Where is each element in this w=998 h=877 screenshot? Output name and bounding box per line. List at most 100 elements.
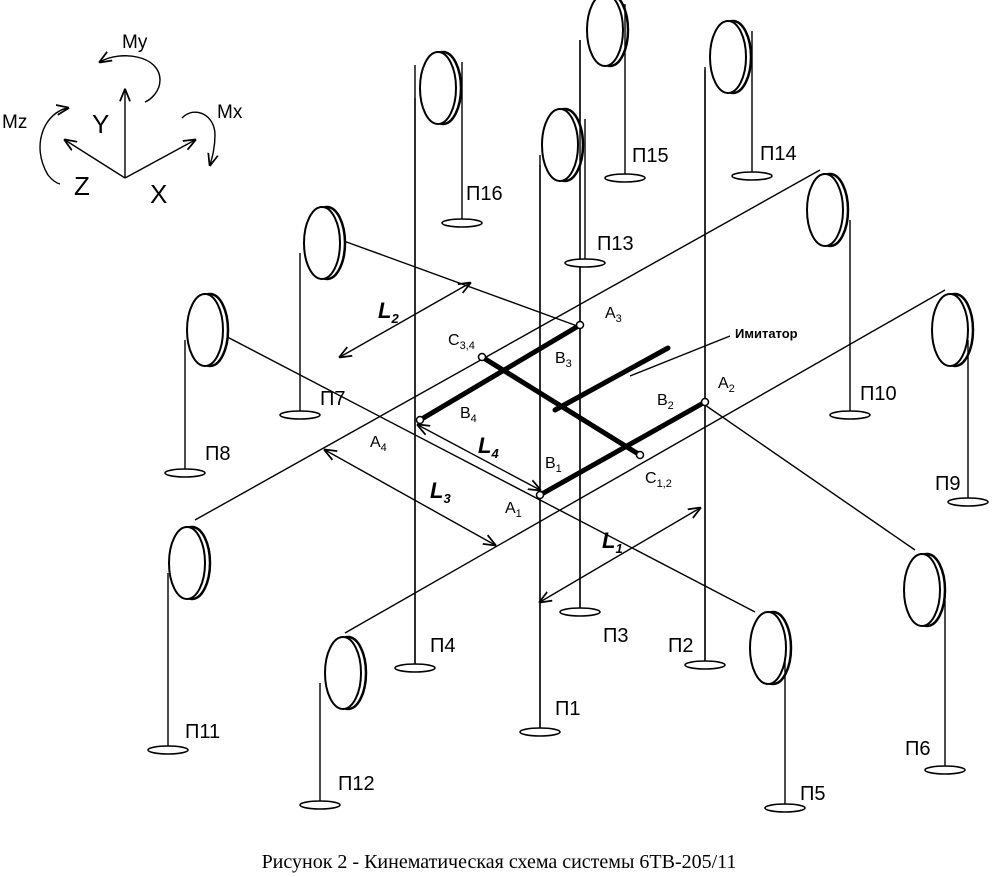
point-a4	[415, 415, 425, 425]
label-b1: B1	[545, 455, 562, 475]
point-c34	[477, 352, 487, 362]
l1-arrow	[540, 508, 700, 602]
bar-simulator	[552, 345, 671, 413]
pulley-disc	[806, 173, 844, 247]
weight-label-p13: П13	[597, 233, 634, 255]
pulley-p1	[541, 107, 585, 183]
weight-p15	[604, 173, 646, 183]
cable-p11-p10	[194, 169, 821, 521]
label-a2: A2	[718, 375, 735, 395]
pulley-p3	[586, 0, 630, 68]
simulator-leader	[629, 335, 731, 377]
cable-p7-a3	[329, 235, 581, 328]
point-a2	[700, 397, 710, 407]
weight-p9	[947, 497, 989, 507]
pulley-p4	[419, 50, 463, 126]
cable-a2-p6	[704, 404, 916, 551]
label-b2: B2	[657, 392, 674, 412]
weight-label-p11: П11	[185, 721, 220, 743]
point-a1	[535, 490, 545, 500]
pulley-disc	[168, 526, 206, 600]
weight-p8	[164, 468, 206, 478]
label-c34: C3,4	[448, 332, 475, 352]
y-axis-label: Y	[92, 109, 109, 139]
pulley-p11	[168, 525, 212, 601]
cable-p12-p9	[344, 289, 946, 634]
bar-a1-a2	[537, 399, 708, 498]
point-c12	[635, 450, 645, 460]
simulator-bars	[417, 322, 731, 498]
point-a3	[575, 320, 585, 330]
x-axis-label: X	[150, 179, 167, 209]
weight-p10	[829, 410, 871, 420]
l4-arrow	[418, 425, 540, 490]
dimension-labels: L2 L3 L4 L1	[378, 298, 623, 556]
label-a1: A1	[505, 500, 522, 520]
weight-p12	[299, 800, 341, 810]
weight-p13	[564, 258, 606, 268]
pulleys	[168, 0, 975, 711]
dimension-arrows	[325, 283, 700, 602]
weight-label-p10: П10	[860, 383, 897, 405]
pulley-p2	[709, 19, 753, 95]
mx-label: Mx	[217, 102, 243, 123]
weight-label-p4: П4	[430, 635, 456, 657]
pulley-p5	[749, 610, 793, 686]
l3-arrow	[325, 450, 495, 545]
pulley-disc	[419, 51, 457, 125]
weight-label-p14: П14	[760, 143, 797, 165]
pulley-disc	[186, 293, 224, 367]
weight-label-p1: П1	[555, 698, 581, 720]
weight-p1	[519, 727, 561, 737]
pulley-disc	[903, 553, 941, 627]
label-l2: L2	[378, 298, 399, 326]
pulley-disc	[586, 0, 624, 67]
weight-label-p15: П15	[632, 145, 669, 167]
weight-p4	[394, 663, 436, 673]
weight-p16	[441, 218, 483, 228]
x-axis-arrow	[124, 140, 195, 179]
figure-caption: Рисунок 2 - Кинематическая схема системы…	[262, 851, 737, 873]
my-rotation-arrow	[100, 56, 161, 103]
pulley-p10	[806, 172, 850, 248]
weight-p3	[559, 607, 601, 617]
label-a3: A3	[605, 305, 622, 325]
weight-p6	[924, 765, 966, 775]
l2-arrow	[340, 283, 470, 357]
mz-label: Mz	[2, 112, 27, 133]
pulley-disc	[709, 20, 747, 94]
weight-p7	[279, 410, 321, 420]
z-axis-arrow	[65, 140, 126, 179]
weight-label-p8: П8	[205, 443, 231, 465]
pulley-p6	[903, 552, 947, 628]
label-a4: A4	[370, 434, 387, 454]
bar-a4-a3	[417, 322, 583, 423]
label-l1: L1	[602, 528, 623, 556]
label-b4: B4	[460, 405, 477, 425]
simulator-label: Имитатор	[735, 326, 798, 341]
weight-p2	[684, 660, 726, 670]
weight-p14	[731, 171, 773, 181]
weight-label-p16: П16	[466, 183, 503, 205]
coordinate-axes: Y X Z My Mx Mz	[2, 32, 243, 209]
pulley-disc	[303, 206, 341, 280]
point-labels: A1 A2 A3 A4 B1 B2 B3 B4 C1,2 C3,4	[370, 305, 735, 520]
pulley-p9	[931, 292, 975, 368]
label-b3: B3	[555, 350, 572, 370]
mx-rotation-arrow	[181, 111, 215, 165]
label-l4: L4	[478, 433, 499, 461]
pulley-p7	[303, 205, 347, 281]
weight-p5	[764, 803, 806, 813]
weight-label-p12: П12	[338, 773, 375, 795]
weight-label-p7: П7	[320, 388, 346, 410]
weight-label-p3: П3	[603, 625, 629, 647]
weight-label-p6: П6	[905, 738, 931, 760]
pulley-disc	[749, 611, 787, 685]
weight-label-p5: П5	[800, 783, 826, 805]
pulley-p12	[324, 635, 368, 711]
pulley-disc	[324, 636, 362, 710]
junction-points	[415, 320, 710, 500]
weight-label-p2: П2	[668, 635, 694, 657]
